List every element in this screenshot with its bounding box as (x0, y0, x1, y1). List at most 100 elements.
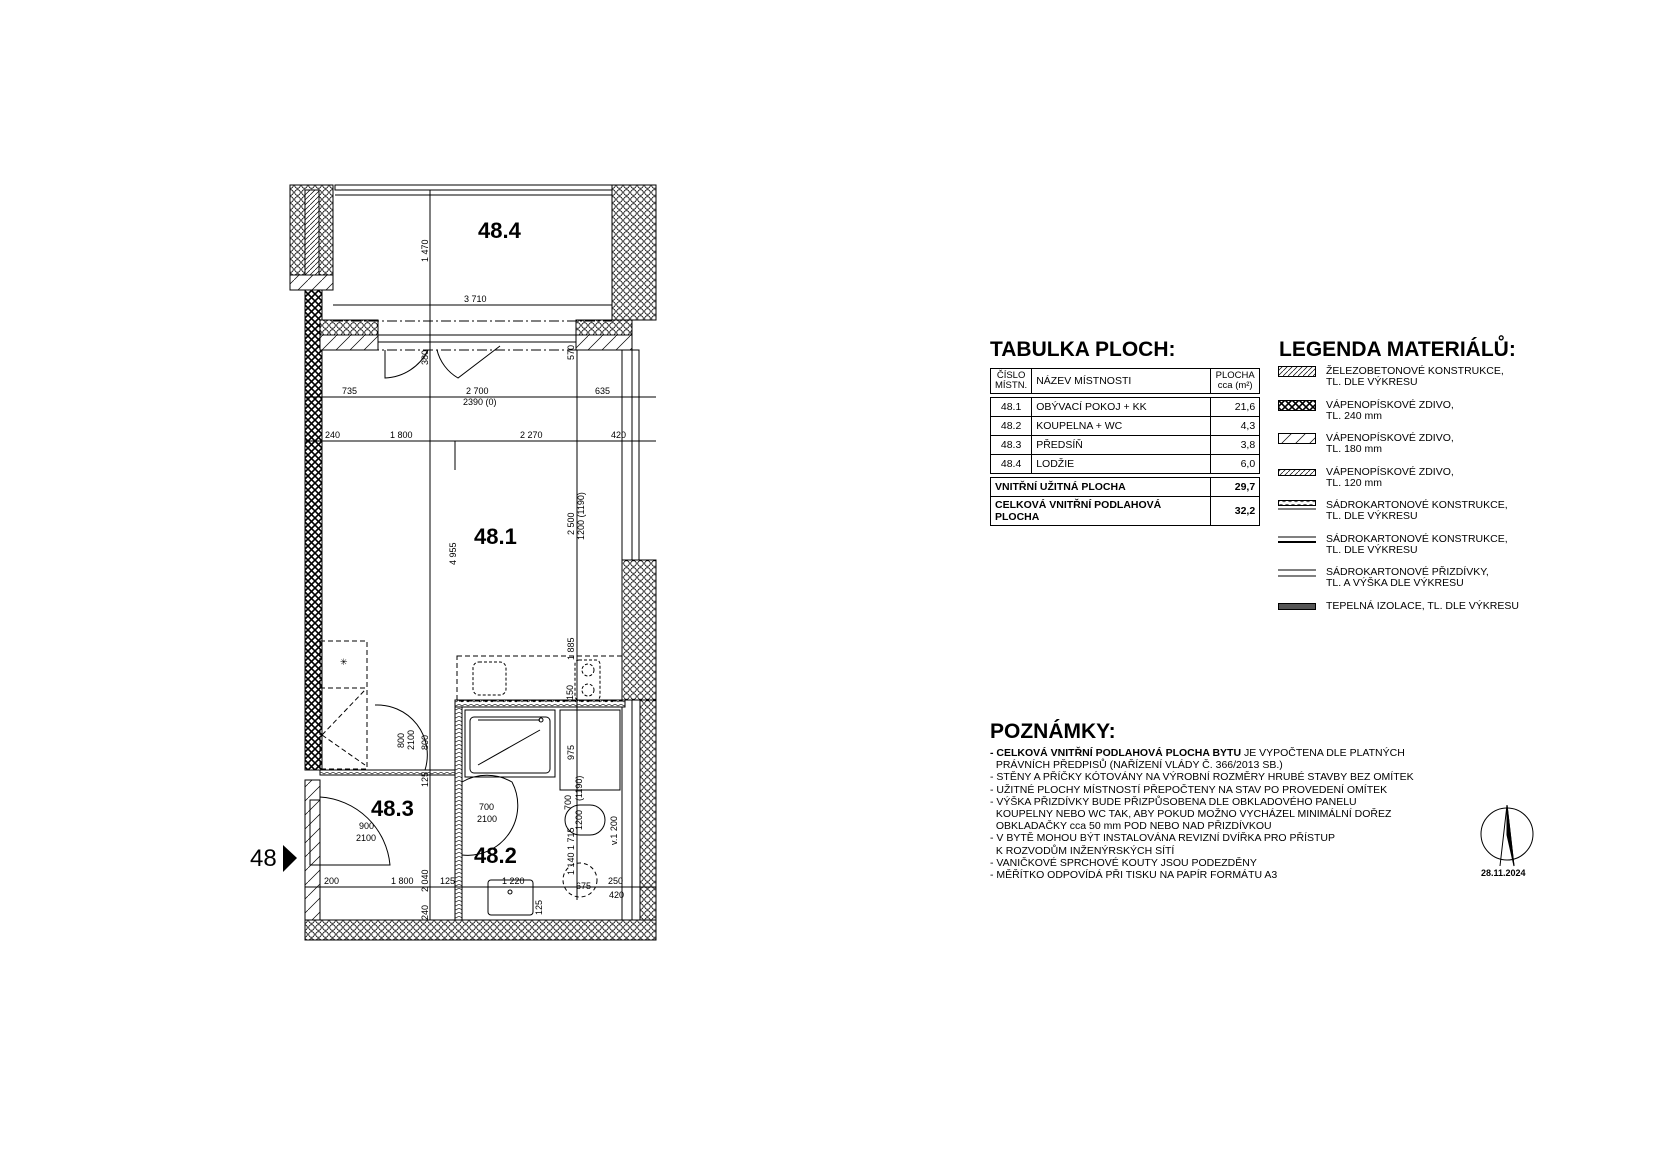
materials-legend: ŽELEZOBETONOVÉ KONSTRUKCE,TL. DLE VÝKRES… (1278, 366, 1538, 634)
legend-label: TL. A VÝŠKA DLE VÝKRESU (1326, 577, 1464, 589)
cell: 3,8 (1210, 435, 1261, 455)
legend-label: TEPELNÁ IZOLACE, TL. DLE VÝKRESU (1326, 599, 1519, 612)
sink (472, 661, 507, 696)
legend-label: VÁPENOPÍSKOVÉ ZDIVO, (1326, 398, 1454, 411)
legend-label: TL. DLE VÝKRESU (1326, 376, 1418, 388)
dim: 420 (611, 430, 626, 440)
dim: 1 885 (566, 637, 576, 660)
dim: 800 (396, 733, 406, 748)
wall-bathroom-left (454, 706, 463, 921)
turning-circle (562, 862, 598, 898)
dim: 1 140 (566, 852, 576, 875)
wall-hallway (319, 769, 456, 776)
svg-text:✳: ✳ (340, 657, 348, 667)
legend-item: SÁDROKARTONOVÉ PŘIZDÍVKY,TL. A VÝŠKA DLE… (1278, 567, 1538, 601)
dim: 975 (566, 745, 576, 760)
wall-bottom (304, 919, 657, 941)
dim: 125 (420, 772, 430, 787)
dim: 700 (563, 795, 573, 810)
insulation-swatch-icon (1278, 602, 1316, 610)
legend-label: SÁDROKARTONOVÉ KONSTRUKCE, (1326, 532, 1508, 545)
dim: 700 (479, 802, 494, 812)
legend-item: SÁDROKARTONOVÉ KONSTRUKCE,TL. DLE VÝKRES… (1278, 532, 1538, 568)
legend-label: SÁDROKARTONOVÉ KONSTRUKCE, (1326, 499, 1508, 511)
note-line: - VÝŠKA PŘIZDÍVKY BUDE PŘIZPŮSOBENA DLE … (990, 795, 1357, 808)
notes-title: POZNÁMKY: (990, 720, 1116, 743)
cell: 4,3 (1210, 416, 1261, 436)
room-labels: 48.4 48.1 48.3 48.2 (371, 218, 522, 868)
drywall-swatch-icon (1278, 536, 1316, 543)
shower-tray (464, 709, 556, 778)
cell: CELKOVÁ VNITŘNÍ PODLAHOVÁ PLOCHA (989, 496, 1212, 526)
table-header: ČÍSLO MÍSTN. NÁZEV MÍSTNOSTI PLOCHA cca … (989, 368, 1261, 394)
note-line: K ROZVODŮM INŽENÝRSKÝCH SÍTÍ (990, 844, 1175, 857)
legend-label: TL. DLE VÝKRESU (1326, 510, 1418, 522)
dim: 420 (609, 890, 624, 900)
dim: 1200 (574, 810, 584, 830)
note-text: JE VYPOČTENA DLE PLATNÝCH (1241, 747, 1405, 759)
dim: v.1 200 (609, 816, 619, 845)
dim: 2100 (406, 730, 416, 750)
dim: 3 710 (464, 294, 487, 304)
dim: 380 (420, 350, 430, 365)
loggia-railing (334, 184, 613, 191)
dim: 635 (595, 386, 610, 396)
legend-label: ŽELEZOBETONOVÉ KONSTRUKCE, (1326, 365, 1504, 377)
notes-list: - CELKOVÁ VNITŘNÍ PODLAHOVÁ PLOCHA BYTU … (990, 747, 1430, 881)
dim: 125 (440, 876, 455, 886)
dim: 800 (420, 735, 430, 750)
note-line: PRÁVNÍCH PŘEDPISŮ (NAŘÍZENÍ VLÁDY Č. 366… (990, 759, 1283, 772)
dim: 1 470 (420, 239, 430, 262)
legend-title: LEGENDA MATERIÁLŮ: (1279, 338, 1516, 361)
legend-label: TL. 240 mm (1326, 409, 1383, 422)
honeycomb-swatch-icon (1278, 399, 1316, 411)
note-line: KOUPELNY NEBO WC TAK, ABY POKUD MOŽNO VY… (990, 808, 1392, 821)
double-line-swatch-icon (1278, 569, 1316, 577)
wall-bathroom-top (454, 699, 626, 708)
note-line: - CELKOVÁ VNITŘNÍ PODLAHOVÁ PLOCHA BYTU … (990, 747, 1430, 759)
door-swing-room (374, 704, 428, 771)
header-num: ČÍSLO MÍSTN. (989, 368, 1033, 394)
cell: VNITŘNÍ UŽITNÁ PLOCHA (989, 477, 1212, 497)
cell: 48.4 (989, 454, 1033, 474)
dimension-labels: 3 710 735 2 700 2390 (0) 635 240 1 800 2… (324, 239, 626, 920)
wall-exterior-left (304, 289, 323, 771)
dim: (1190) (574, 776, 584, 801)
dim: 2 700 (466, 386, 489, 396)
door-swing-balcony-right (436, 345, 501, 379)
note-line: - STĚNY A PŘÍČKY KÓTOVÁNY NA VÝROBNÍ ROZ… (990, 771, 1414, 784)
cooktop (574, 659, 601, 701)
legend-item: SÁDROKARTONOVÉ KONSTRUKCE,TL. DLE VÝKRES… (1278, 500, 1538, 534)
legend-item: VÁPENOPÍSKOVÉ ZDIVO,TL. 120 mm (1278, 466, 1538, 501)
apartment-marker: 48 (250, 845, 277, 872)
cell: 6,0 (1210, 454, 1261, 474)
cell: PŘEDSÍŇ (1031, 435, 1212, 455)
dim: 1 715 (566, 827, 576, 850)
toilet (564, 804, 606, 836)
cell: 21,6 (1210, 397, 1261, 417)
legend-label: TL. DLE VÝKRESU (1326, 543, 1418, 556)
wall-loggia-right (611, 184, 657, 321)
dim: 2390 (0) (463, 397, 497, 407)
dim: 2 270 (520, 430, 543, 440)
note-line: - VANIČKOVÉ SPRCHOVÉ KOUTY JSOU PODEZDĚN… (990, 856, 1257, 869)
cell: 29,7 (1210, 477, 1261, 497)
header-name: NÁZEV MÍSTNOSTI (1031, 368, 1212, 394)
dim: 675 (576, 881, 591, 891)
legend-label: VÁPENOPÍSKOVÉ ZDIVO, (1326, 432, 1454, 444)
cell: KOUPELNA + WC (1031, 416, 1212, 436)
dim: 2100 (356, 833, 376, 843)
dim: 900 (359, 821, 374, 831)
light-hatch-swatch-icon (1278, 468, 1316, 476)
legend-label: TL. 180 mm (1326, 443, 1383, 455)
legend-item: VÁPENOPÍSKOVÉ ZDIVO,TL. 180 mm (1278, 433, 1538, 467)
dim: 570 (566, 345, 576, 360)
dim: 735 (342, 386, 357, 396)
note-line: OBKLADAČKY cca 50 mm POD NEBO NAD PŘIZDÍ… (990, 820, 1272, 833)
